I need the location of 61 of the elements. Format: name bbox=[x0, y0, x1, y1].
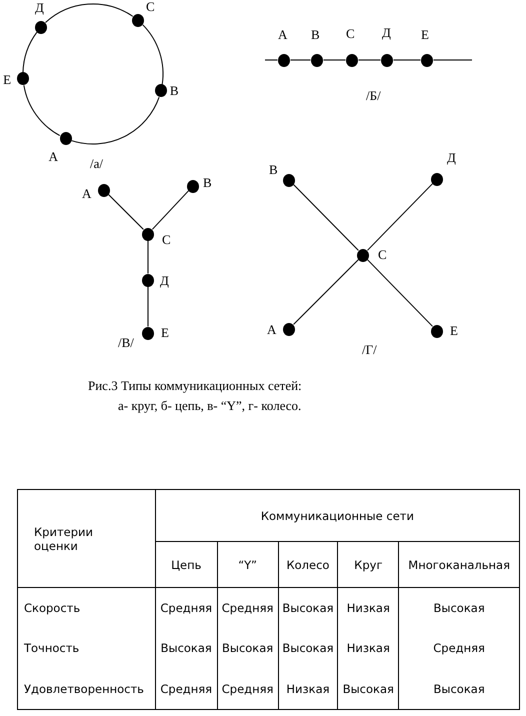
node-letter: В bbox=[311, 28, 320, 42]
table-cell: Удовлетворенность bbox=[18, 668, 156, 710]
table-cell: Скорость bbox=[18, 588, 156, 629]
node-letter: Е bbox=[450, 324, 458, 338]
table-cell: Средняя bbox=[217, 588, 278, 629]
connector-line bbox=[367, 183, 433, 251]
ring-arc bbox=[142, 24, 164, 86]
table-header-cell: Критерии оценки bbox=[18, 490, 156, 588]
node-letter: В bbox=[170, 84, 179, 98]
table-cell: Высокая bbox=[217, 628, 278, 668]
table-cell: Высокая bbox=[338, 668, 399, 710]
node-letter: Е bbox=[3, 72, 12, 87]
table-header-cell: Цепь bbox=[155, 542, 218, 588]
table-cell: Низкая bbox=[338, 588, 399, 629]
table-cell: Низкая bbox=[278, 668, 338, 710]
panel-label: /В/ bbox=[118, 335, 134, 351]
node-letter: А bbox=[267, 323, 276, 337]
connector-line bbox=[293, 259, 359, 325]
ring-arc bbox=[22, 32, 38, 73]
ring-arc bbox=[23, 84, 60, 136]
node-letter: В bbox=[269, 163, 278, 177]
connector-line bbox=[293, 184, 359, 251]
table-cell: Точность bbox=[18, 628, 156, 668]
node-letter: Д bbox=[382, 26, 391, 40]
table-cell: Высокая bbox=[278, 628, 338, 668]
table-header-cell: Круг bbox=[338, 542, 399, 588]
node-letter: С bbox=[346, 27, 355, 41]
node-letter: А bbox=[82, 187, 92, 201]
table-cell: Высокая bbox=[398, 588, 520, 629]
table-cell: Высокая bbox=[398, 668, 520, 710]
table-header-cell: Многоканальная bbox=[398, 542, 520, 588]
node-letter: Д bbox=[34, 1, 44, 16]
table-cell: Средняя bbox=[398, 628, 520, 668]
node-letter: Е bbox=[161, 326, 169, 340]
panel-label: /Б/ bbox=[366, 88, 381, 104]
connector-line bbox=[367, 259, 433, 327]
table-cell: Средняя bbox=[155, 668, 218, 710]
ring-arc bbox=[45, 3, 134, 23]
connector-line bbox=[108, 194, 144, 230]
ring-arc bbox=[71, 96, 160, 144]
node-letter: С bbox=[146, 0, 155, 14]
table-cell: Средняя bbox=[155, 588, 218, 629]
node-letter: А bbox=[48, 150, 58, 164]
node-letter: С bbox=[162, 233, 171, 247]
table-cell: Средняя bbox=[217, 668, 278, 710]
node-letter: Е bbox=[421, 28, 429, 42]
table-header-cell: Колесо bbox=[278, 542, 338, 588]
connector-line bbox=[152, 190, 190, 230]
table-cell: Высокая bbox=[278, 588, 338, 629]
node-letter: Д bbox=[447, 151, 456, 165]
node-letter: С bbox=[378, 248, 387, 262]
table-header-cell: “Y” bbox=[217, 542, 278, 588]
node-letter: А bbox=[278, 28, 288, 42]
node-letter: В bbox=[203, 176, 212, 190]
table-header-cell: Коммуникационные сети bbox=[155, 490, 520, 542]
panel-label: /Г/ bbox=[362, 342, 377, 358]
figure-caption: Рис.3 Типы коммуникационных сетей: а- круг, б- цепь, в- “Y”, г- колесо. bbox=[88, 377, 303, 415]
panel-label: /а/ bbox=[90, 156, 103, 172]
node-letter: Д bbox=[160, 274, 169, 288]
table-cell: Высокая bbox=[155, 628, 218, 668]
table-cell: Низкая bbox=[338, 628, 399, 668]
